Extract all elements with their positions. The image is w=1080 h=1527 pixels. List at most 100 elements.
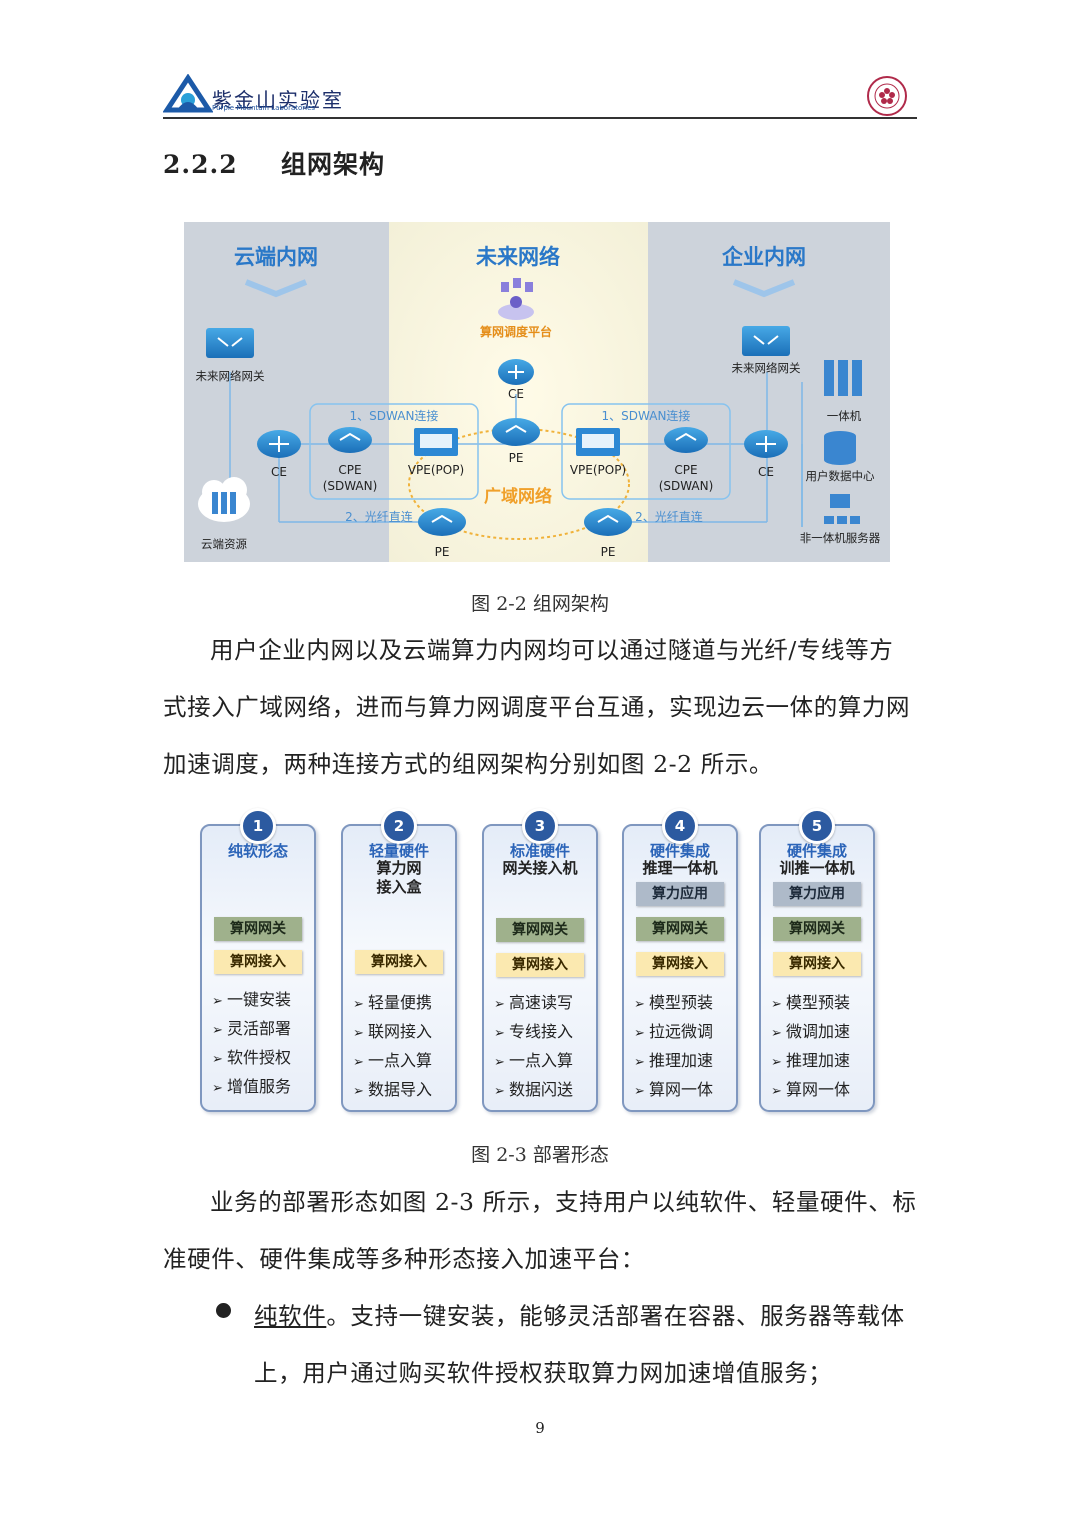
vpe-icon [576, 428, 620, 456]
seal-emblem [866, 75, 908, 117]
card-number: 4 [662, 808, 698, 844]
feature-item: 轻量便携 [353, 989, 432, 1018]
card-access-tag: 算网接入 [636, 952, 724, 976]
card-subtitle-2: 接入盒 [376, 878, 422, 896]
card-access-tag: 算网接入 [773, 952, 861, 976]
feature-item: 数据导入 [353, 1076, 432, 1105]
right-vpe-label: VPE(POP) [570, 463, 626, 477]
bottom-pe-left-label: PE [435, 545, 450, 559]
seal-icon [867, 76, 907, 116]
deploy-card-1: 1 纯软形态 算网网关 算网接入 一键安装 灵活部署 软件授权 增值服务 [200, 808, 316, 1112]
logo-text: 紫金山实验室 [212, 88, 344, 112]
feature-item: 拉远微调 [634, 1018, 713, 1047]
card-features: 轻量便携 联网接入 一点入算 数据导入 [353, 989, 432, 1105]
feature-item: 联网接入 [353, 1018, 432, 1047]
database-icon [824, 431, 856, 465]
left-cpe-label: CPE [338, 463, 361, 477]
center-pe-label: PE [509, 451, 524, 465]
card-gateway-tag: 算网网关 [214, 917, 302, 941]
sdwan-box-right [561, 403, 731, 500]
switch-icon [418, 508, 466, 536]
page-number: 9 [535, 1419, 545, 1437]
all-in-one-label: 一体机 [827, 409, 862, 423]
card-title: 硬件集成 [786, 842, 847, 860]
card-features: 一键安装 灵活部署 软件授权 增值服务 [212, 986, 291, 1102]
card-title: 轻量硬件 [368, 842, 429, 860]
zone-title-cloud: 云端内网 [234, 245, 318, 269]
section-number: 2.2.2 [163, 150, 238, 179]
chevron-down-icon [732, 279, 796, 298]
paragraph-1: 用户企业内网以及云端算力内网均可以通过隧道与光纤/专线等方式接入广域网络，进而与… [163, 622, 917, 793]
left-cpe-sub: (SDWAN) [323, 479, 378, 493]
center-ce-label: CE [508, 387, 524, 401]
header-rule [163, 117, 917, 119]
card-number: 1 [240, 808, 276, 844]
bullet-item: 纯软件。支持一键安装，能够灵活部署在容器、服务器等载体上，用户通过购买软件授权获… [254, 1288, 917, 1402]
feature-item: 专线接入 [494, 1018, 573, 1047]
right-cpe-sub: (SDWAN) [659, 479, 714, 493]
vpe-icon [414, 428, 458, 456]
feature-item: 高速读写 [494, 989, 573, 1018]
server-icon [824, 494, 860, 524]
paragraph-2: 业务的部署形态如图 2-3 所示，支持用户以纯软件、轻量硬件、标准硬件、硬件集成… [163, 1174, 917, 1288]
switch-icon [584, 508, 632, 536]
card-features: 模型预装 微调加速 推理加速 算网一体 [771, 989, 850, 1105]
feature-item: 软件授权 [212, 1044, 291, 1073]
right-gateway-label: 未来网络网关 [732, 361, 801, 375]
paragraph-2-text: 业务的部署形态如图 2-3 所示，支持用户以纯软件、轻量硬件、标准硬件、硬件集成… [163, 1188, 917, 1273]
card-access-tag: 算网接入 [355, 950, 443, 974]
card-subtitle: 网关接入机 [502, 859, 578, 877]
card-title: 纯软形态 [227, 842, 288, 860]
bullet-description: 。支持一键安装，能够灵活部署在容器、服务器等载体上，用户通过购买软件授权获取算力… [254, 1302, 905, 1387]
paragraph-1-text: 用户企业内网以及云端算力内网均可以通过隧道与光纤/专线等方式接入广域网络，进而与… [163, 636, 911, 778]
card-title: 硬件集成 [649, 842, 710, 860]
router-icon [498, 359, 534, 385]
router-icon [744, 430, 788, 458]
switch-icon [492, 418, 540, 446]
wan-label: 广域网络 [484, 486, 552, 507]
cloud-icon [198, 477, 250, 522]
platform-label: 算网调度平台 [480, 324, 552, 339]
card-app-tag: 算力应用 [773, 882, 861, 906]
purple-mountain-logo-icon [162, 73, 214, 113]
bullet-term: 纯软件 [254, 1302, 327, 1330]
sdwan-label-left: 1、SDWAN连接 [350, 408, 439, 423]
user-dc-label: 用户数据中心 [806, 469, 875, 483]
card-subtitle: 算力网 [376, 859, 422, 877]
right-ce-label: CE [758, 465, 774, 479]
non-all-in-one-label: 非一体机服务器 [800, 531, 881, 545]
card-title: 标准硬件 [509, 842, 570, 860]
left-ce-label: CE [271, 465, 287, 479]
bullet-dot [216, 1303, 231, 1318]
feature-item: 算网一体 [771, 1076, 850, 1105]
feature-item: 推理加速 [771, 1047, 850, 1076]
feature-item: 算网一体 [634, 1076, 713, 1105]
figure2-caption: 图 2-3 部署形态 [471, 1144, 609, 1166]
feature-item: 数据闪送 [494, 1076, 573, 1105]
feature-item: 灵活部署 [212, 1015, 291, 1044]
network-architecture-diagram: 云端内网 未来网络 企业内网 算网调度平台 广域网络 1、SDWAN连接 1、S… [184, 222, 890, 562]
section-title-text: 组网架构 [281, 150, 386, 179]
router-icon [257, 430, 301, 458]
card-gateway-tag: 算网网关 [773, 917, 861, 941]
left-vpe-label: VPE(POP) [408, 463, 464, 477]
card-features: 高速读写 专线接入 一点入算 数据闪送 [494, 989, 573, 1105]
fiber-label-left: 2、光纤直连 [345, 509, 413, 524]
logo-subtext: Purple Mountain Laboratories [212, 104, 316, 112]
left-gateway-label: 未来网络网关 [196, 369, 265, 383]
switch-icon [328, 427, 372, 453]
chevron-down-icon [244, 279, 308, 298]
feature-item: 一键安装 [212, 986, 291, 1015]
sdwan-box-left [309, 403, 479, 500]
feature-item: 模型预装 [771, 989, 850, 1018]
cloud-resource-label: 云端资源 [201, 537, 247, 551]
card-gateway-tag: 算网网关 [496, 918, 584, 942]
gateway-icon [742, 326, 790, 356]
card-gateway-tag: 算网网关 [636, 917, 724, 941]
feature-item: 模型预装 [634, 989, 713, 1018]
card-number: 3 [522, 808, 558, 844]
sdwan-label-right: 1、SDWAN连接 [602, 408, 691, 423]
section-title: 2.2.2 组网架构 [163, 145, 385, 181]
card-access-tag: 算网接入 [496, 953, 584, 977]
switch-icon [664, 427, 708, 453]
